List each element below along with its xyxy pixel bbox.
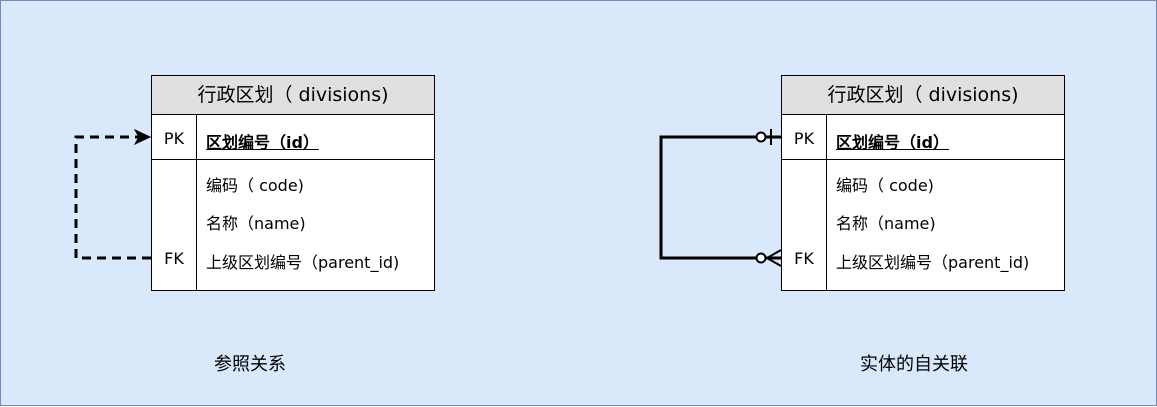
crows-foot-icon (764, 249, 782, 267)
arrow-head-icon (133, 128, 152, 146)
pk-label: PK (163, 129, 185, 148)
fk-label: FK (164, 249, 184, 268)
column-divider (196, 115, 197, 291)
field-parent-id: 上级区划编号（parent_id) (206, 253, 400, 272)
reference-arrow-line (74, 135, 151, 260)
field-name: 名称（name) (206, 214, 306, 233)
row-divider (782, 159, 1064, 160)
pk-field: 区划编号（id） (836, 133, 949, 152)
entity-title: 行政区划（ divisions) (152, 76, 434, 115)
caption-left: 参照关系 (214, 354, 286, 375)
field-name: 名称（name) (836, 214, 936, 233)
zero-circle-icon (755, 252, 767, 264)
field-parent-id: 上级区划编号（parent_id) (836, 253, 1030, 272)
pk-label: PK (793, 129, 815, 148)
entity-divisions-left[interactable]: 行政区划（ divisions) PK 区划编号（id） 编码（ code) 名… (151, 75, 435, 291)
entity-title: 行政区划（ divisions) (782, 76, 1064, 115)
pk-field: 区划编号（id） (206, 133, 319, 152)
field-code: 编码（ code) (836, 176, 934, 195)
self-relation-line (659, 135, 781, 260)
row-divider (152, 159, 434, 160)
zero-circle-icon (755, 131, 767, 143)
fk-label: FK (794, 249, 814, 268)
caption-right: 实体的自关联 (860, 354, 968, 375)
field-code: 编码（ code) (206, 176, 304, 195)
entity-divisions-right[interactable]: 行政区划（ divisions) PK 区划编号（id） 编码（ code) 名… (781, 75, 1065, 291)
column-divider (826, 115, 827, 291)
